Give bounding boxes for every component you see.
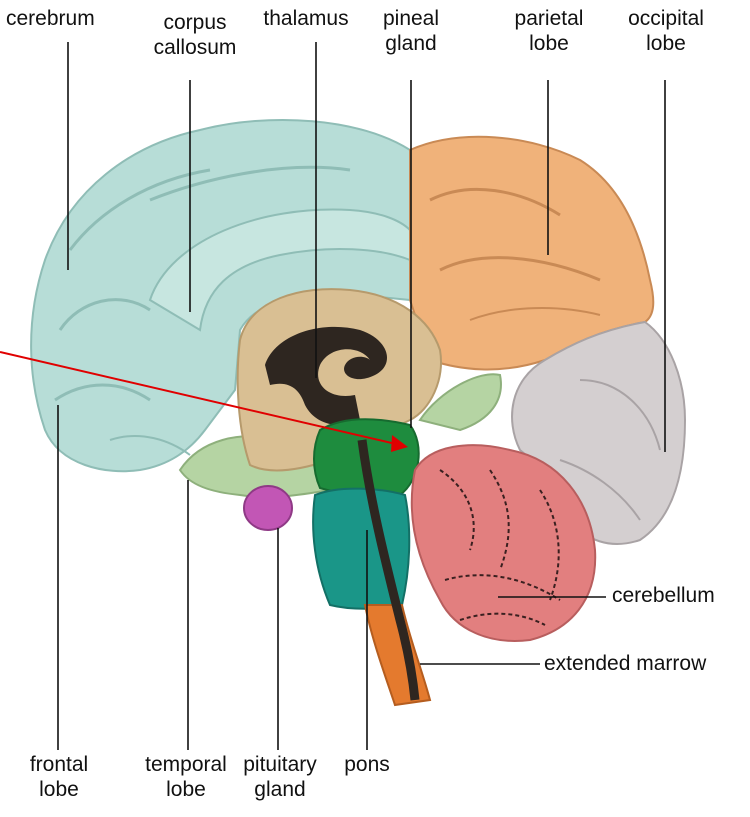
label-pineal-gland: pineal gland — [370, 6, 452, 56]
label-thalamus: thalamus — [250, 6, 362, 31]
label-frontal-lobe: frontal lobe — [14, 752, 104, 802]
label-corpus-callosum-line1: corpus — [140, 10, 250, 35]
label-frontal-lobe-line2: lobe — [14, 777, 104, 802]
label-thalamus-text: thalamus — [250, 6, 362, 31]
label-occipital-lobe-line1: occipital — [614, 6, 718, 31]
label-pons: pons — [332, 752, 402, 777]
label-extended-marrow: extended marrow — [544, 651, 706, 676]
label-occipital-lobe: occipital lobe — [614, 6, 718, 56]
label-extended-marrow-text: extended marrow — [544, 651, 706, 676]
label-parietal-lobe-line1: parietal — [504, 6, 594, 31]
label-pituitary-gland-line1: pituitary — [234, 752, 326, 777]
label-corpus-callosum: corpus callosum — [140, 10, 250, 60]
pituitary-gland-shape — [244, 486, 292, 530]
label-parietal-lobe: parietal lobe — [504, 6, 594, 56]
label-temporal-lobe: temporal lobe — [132, 752, 240, 802]
label-parietal-lobe-line2: lobe — [504, 31, 594, 56]
label-corpus-callosum-line2: callosum — [140, 35, 250, 60]
label-temporal-lobe-line2: lobe — [132, 777, 240, 802]
label-temporal-lobe-line1: temporal — [132, 752, 240, 777]
label-pituitary-gland-line2: gland — [234, 777, 326, 802]
label-cerebellum: cerebellum — [612, 583, 715, 608]
label-cerebellum-text: cerebellum — [612, 583, 715, 608]
label-cerebrum: cerebrum — [6, 6, 95, 31]
label-pineal-gland-line1: pineal — [370, 6, 452, 31]
label-cerebrum-text: cerebrum — [6, 6, 95, 31]
label-pineal-gland-line2: gland — [370, 31, 452, 56]
label-frontal-lobe-line1: frontal — [14, 752, 104, 777]
label-occipital-lobe-line2: lobe — [614, 31, 718, 56]
label-pons-text: pons — [332, 752, 402, 777]
label-pituitary-gland: pituitary gland — [234, 752, 326, 802]
